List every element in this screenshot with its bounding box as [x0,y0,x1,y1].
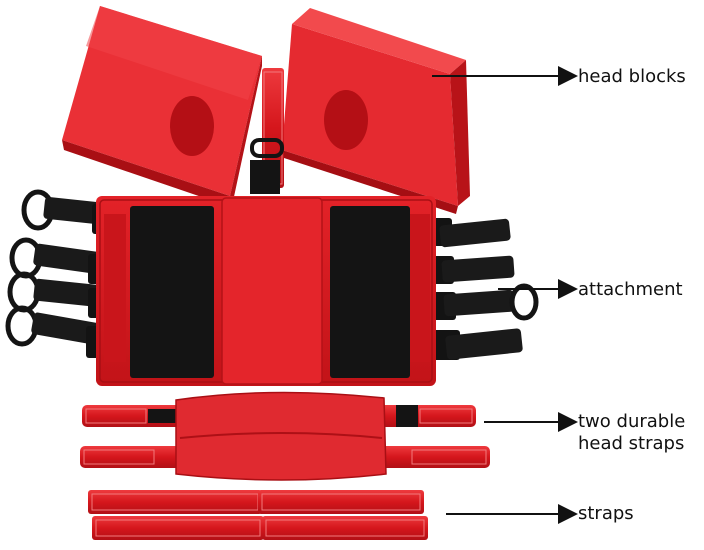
head-straps [80,391,490,481]
top-buckle [250,138,284,158]
head-strap-pad [175,391,387,481]
label-head-straps: two durable head straps [578,411,685,455]
base-board [96,196,436,386]
label-straps: straps [578,503,634,524]
velcro-pad-right [330,206,410,378]
center-pad [221,197,323,385]
head-block-right-hole [324,90,368,150]
head-block-right [282,8,470,214]
label-attachment: attachment [578,279,683,300]
label-head-blocks: head blocks [578,66,686,87]
label-arrows [432,66,578,524]
label-head-straps-line2: head straps [578,433,685,454]
velcro-pad-left [130,206,214,378]
label-head-straps-line1: two durable [578,411,686,432]
head-block-left [62,6,262,206]
top-center-strap [250,68,284,194]
head-block-left-hole [170,96,214,156]
straps [88,490,428,540]
